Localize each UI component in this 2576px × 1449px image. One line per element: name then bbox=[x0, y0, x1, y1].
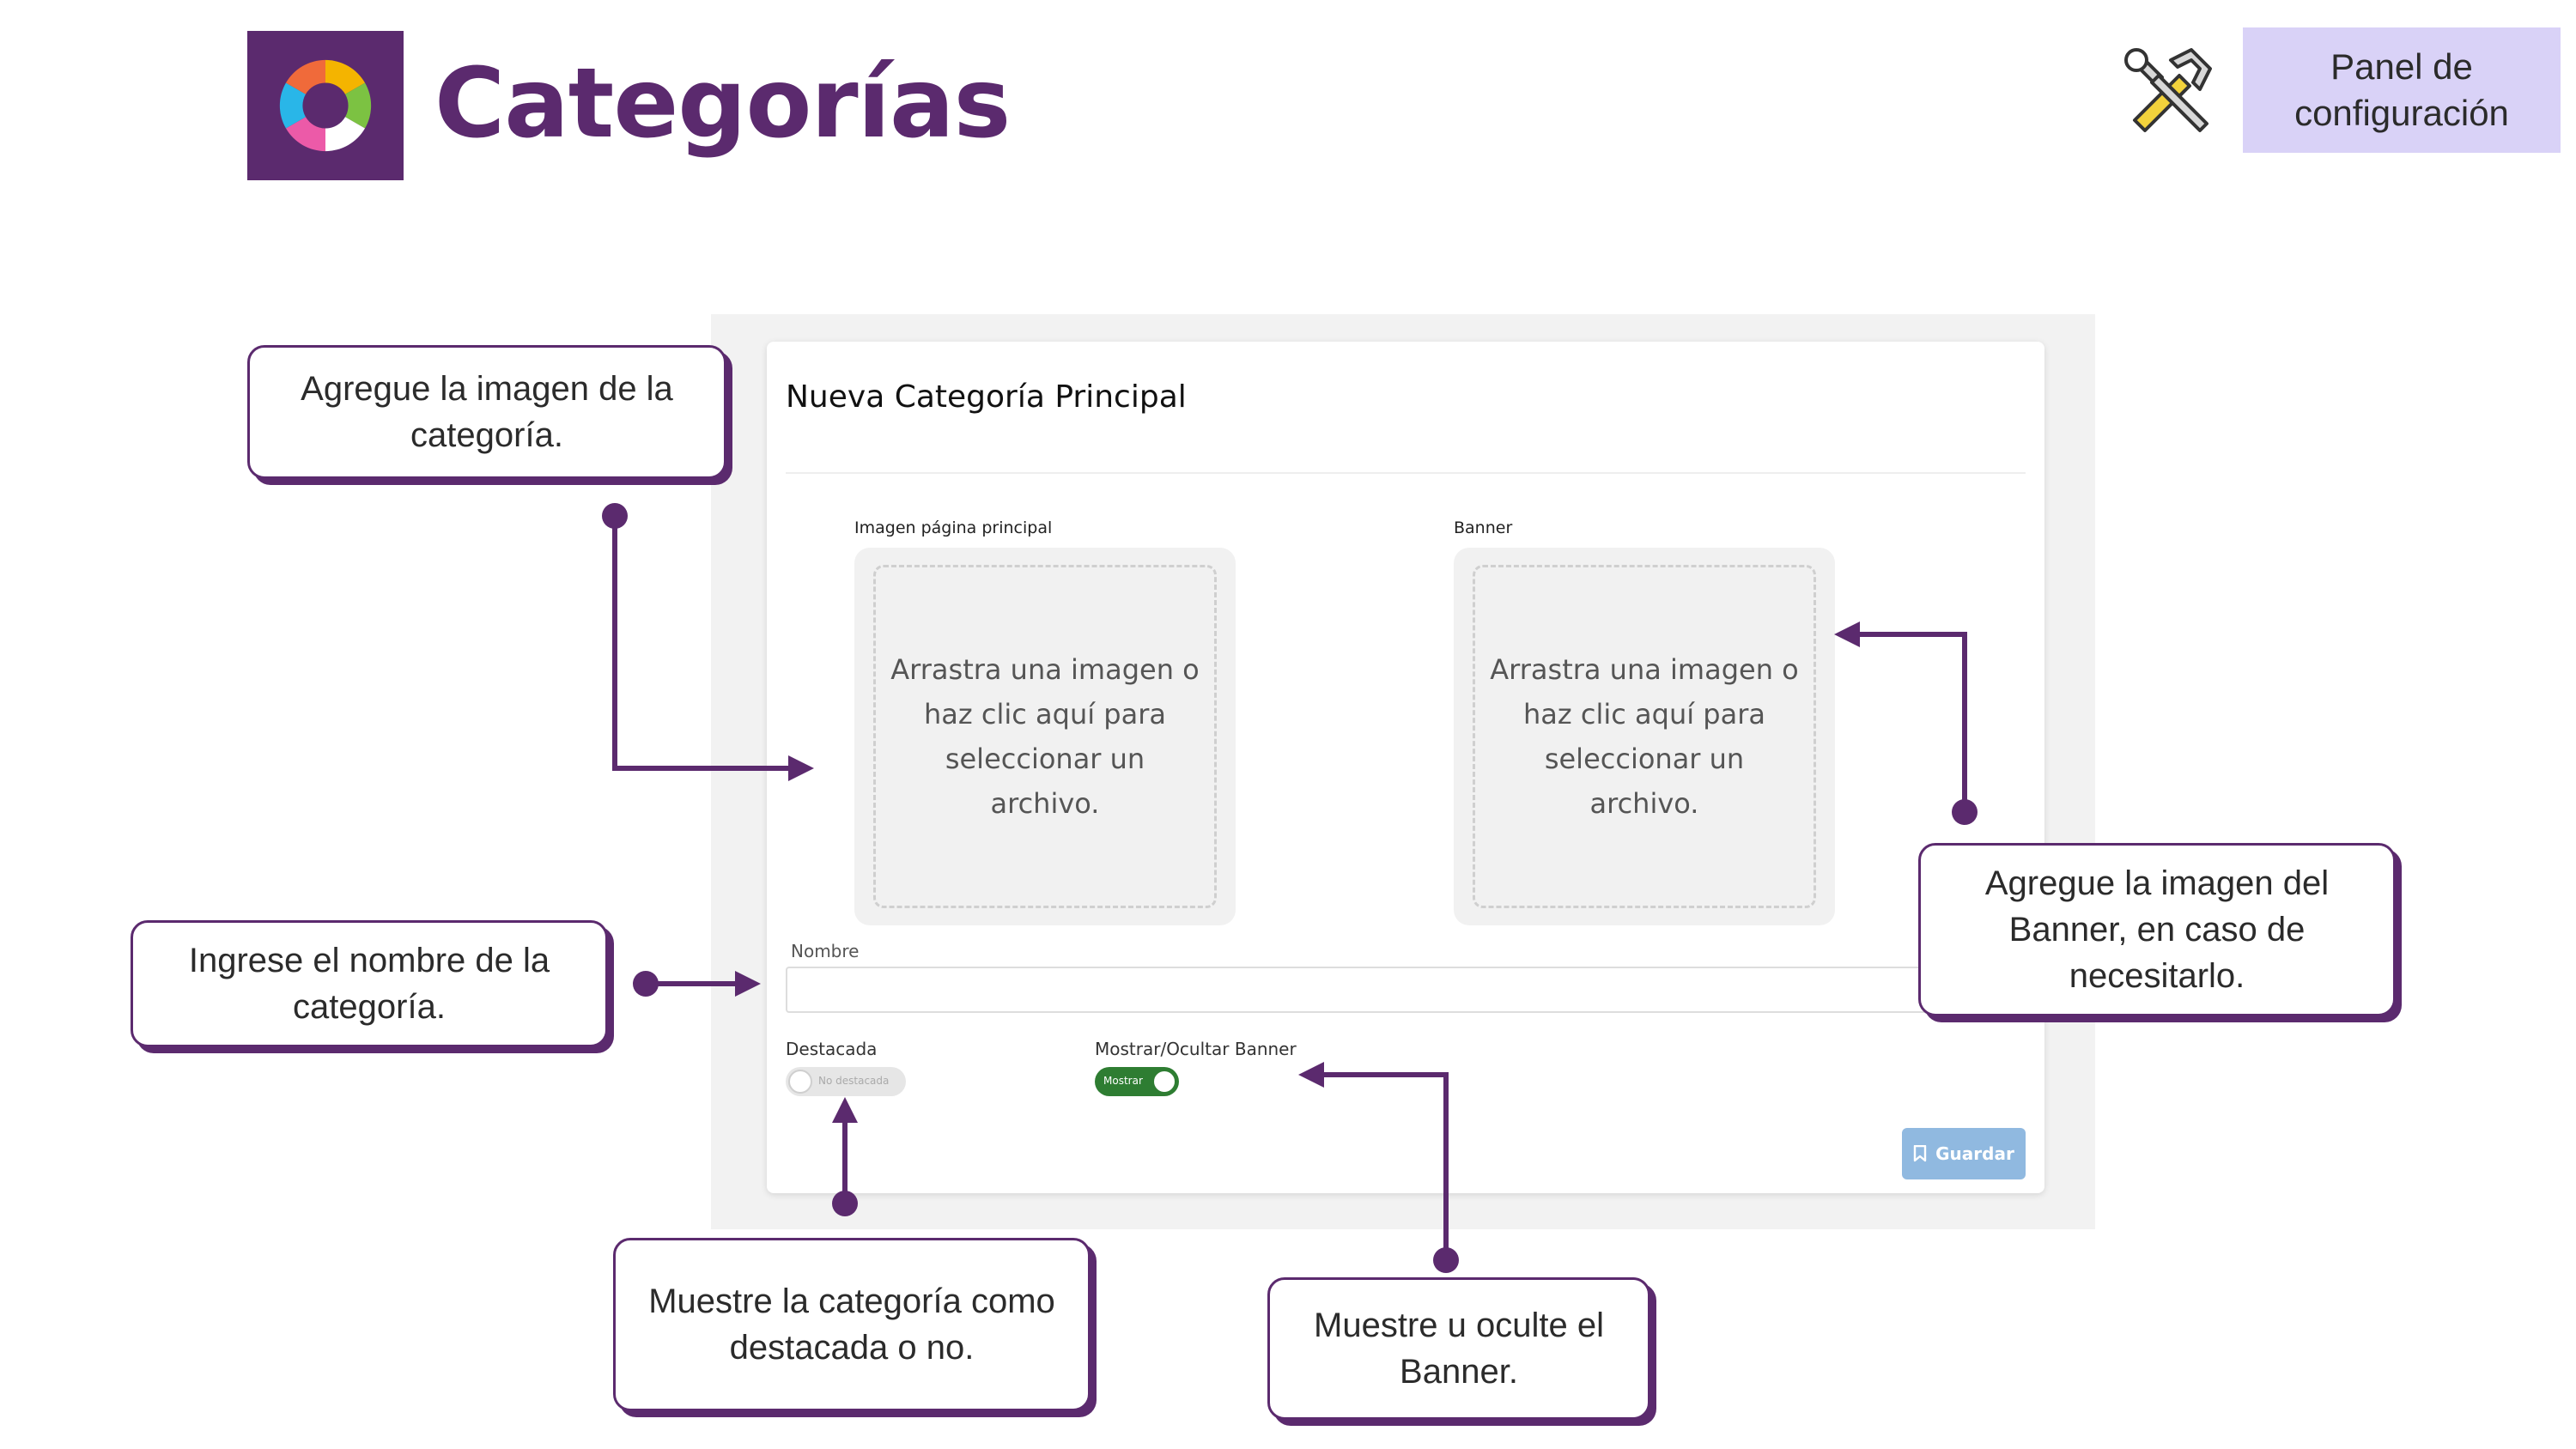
dropzone-text: Arrastra una imagen o haz clic aquí para… bbox=[1490, 653, 1799, 820]
new-category-form: Nueva Categoría Principal Imagen página … bbox=[767, 342, 2044, 1193]
page-title: Categorías bbox=[434, 48, 1011, 160]
dropzone-border: Arrastra una imagen o haz clic aquí para… bbox=[1473, 565, 1816, 908]
dropzone-border: Arrastra una imagen o haz clic aquí para… bbox=[873, 565, 1217, 908]
hammer-wrench-icon bbox=[2124, 48, 2212, 132]
pie-cycle-icon bbox=[279, 59, 372, 152]
banner-toggle-text: Mostrar bbox=[1103, 1075, 1143, 1087]
callout-featured: Muestre la categoría como destacada o no… bbox=[613, 1238, 1091, 1411]
featured-toggle[interactable]: No destacada bbox=[786, 1067, 906, 1096]
name-label: Nombre bbox=[791, 941, 860, 961]
connector-dot bbox=[1433, 1247, 1459, 1273]
toggle-knob bbox=[1152, 1070, 1176, 1094]
save-button[interactable]: Guardar bbox=[1902, 1128, 2026, 1179]
callout-banner-image: Agregue la imagen del Banner, en caso de… bbox=[1918, 843, 2396, 1016]
dropzone-text: Arrastra una imagen o haz clic aquí para… bbox=[890, 653, 1200, 820]
app-logo bbox=[247, 31, 404, 180]
main-image-dropzone[interactable]: Arrastra una imagen o haz clic aquí para… bbox=[854, 548, 1236, 925]
save-button-label: Guardar bbox=[1935, 1143, 2014, 1164]
form-title: Nueva Categoría Principal bbox=[786, 379, 1187, 415]
callout-banner-toggle: Muestre u oculte el Banner. bbox=[1267, 1277, 1650, 1420]
callout-name: Ingrese el nombre de la categoría. bbox=[131, 920, 608, 1047]
main-image-label: Imagen página principal bbox=[854, 518, 1053, 537]
banner-label: Banner bbox=[1454, 518, 1513, 537]
toggle-knob bbox=[788, 1070, 812, 1094]
connector-dot bbox=[602, 503, 628, 529]
form-divider bbox=[786, 472, 2026, 474]
callout-image: Agregue la imagen de la categoría. bbox=[247, 345, 726, 479]
bookmark-icon bbox=[1913, 1145, 1927, 1162]
banner-visibility-toggle[interactable]: Mostrar bbox=[1095, 1067, 1179, 1096]
name-input[interactable] bbox=[786, 967, 2026, 1013]
featured-label: Destacada bbox=[786, 1039, 878, 1059]
banner-image-dropzone[interactable]: Arrastra una imagen o haz clic aquí para… bbox=[1454, 548, 1835, 925]
banner-toggle-label: Mostrar/Ocultar Banner bbox=[1095, 1039, 1297, 1059]
config-panel-button[interactable]: Panel de configuración bbox=[2243, 27, 2561, 153]
connector-dot bbox=[633, 971, 659, 997]
featured-toggle-text: No destacada bbox=[818, 1075, 890, 1087]
